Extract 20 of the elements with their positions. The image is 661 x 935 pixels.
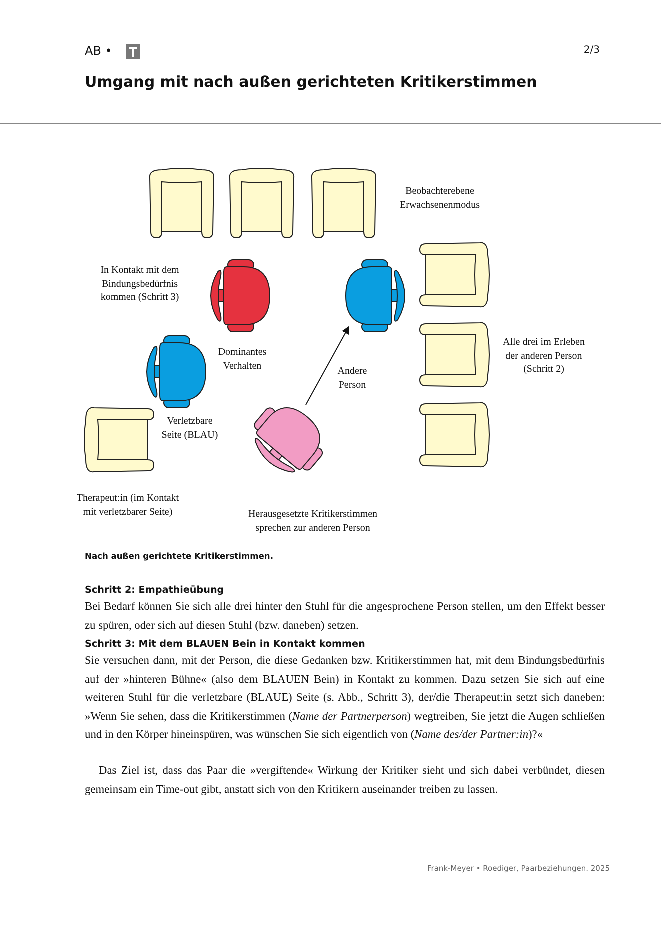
figure-label: Dominantes Verhalten bbox=[217, 346, 268, 373]
page-number: 2/3 bbox=[582, 45, 600, 56]
office-chair-drawing bbox=[346, 260, 406, 332]
worksheet-title: Umgang mit nach außen gerichteten Kritikerstimmen bbox=[85, 73, 538, 91]
figure-label: In Kontakt mit dem Bindungsbedürfnis kommen (Schritt 3) bbox=[100, 264, 180, 304]
section-heading: Schritt 2: Empathieübung bbox=[85, 585, 226, 596]
paragraph: Bei Bedarf können Sie sich alle drei hinter den Stuhl für die angesprochene Person stellen, um den Effekt besser zu spüren, oder sich auf diesen Stuhl (bzw. daneben) setzen. bbox=[85, 600, 605, 634]
arrow bbox=[306, 326, 350, 406]
figure-label: Herausgesetzte Kritikerstimmen sprechen zur anderen Person bbox=[247, 508, 379, 535]
office-chair-drawing bbox=[252, 406, 326, 473]
figure-label: Andere Person bbox=[336, 365, 368, 392]
figure-caption: Nach außen gerichtete Kritikerstimmen. bbox=[85, 551, 274, 561]
paragraph: Sie versuchen dann, mit der Person, die diese Gedanken bzw. Kritikerstimmen hat, mit dem Bindungsbedürfnis auf der »hinteren Bühne« (also dem BLAUEN Bein) in Kontakt zu kommen. Dazu setzen Sie sich auf eine weiteren Stuhl für die verletzbare (BLAUE) Seite (s. Abb., Schritt 3), der/die Therapeut:in setzt sich daneben: »Wenn Sie sehen, dass die Kritikerstimmen (Name der Partnerperson) wegtreiben, Sie jetzt die Augen schließen und in den Körper hineinspüren, was wünschen Sie sich eigentlich von (Name des/der Partner:in)?« bbox=[85, 654, 605, 744]
figure-label: Verletzbare Seite (BLAU) bbox=[160, 415, 220, 442]
figure-label: Alle drei im Erleben der anderen Person (Schritt 2) bbox=[502, 336, 586, 376]
worksheet-type: AB • bbox=[85, 44, 114, 58]
figure-label: Beobachterebene Erwachsenenmodus bbox=[399, 185, 481, 212]
figure-label: Therapeut:in (im Kontakt mit verletzbarer Seite) bbox=[76, 492, 180, 519]
paragraph: Das Ziel ist, dass das Paar die »vergiftende« Wirkung der Kritiker sieht und sich dabei verbündet, diesen gemeinsam ein Time-out gibt, anstatt sich von den Kritikern auseinander treiben zu lassen. bbox=[85, 764, 605, 798]
section-heading: Schritt 3: Mit dem BLAUEN Bein in Kontakt kommen bbox=[85, 639, 366, 650]
